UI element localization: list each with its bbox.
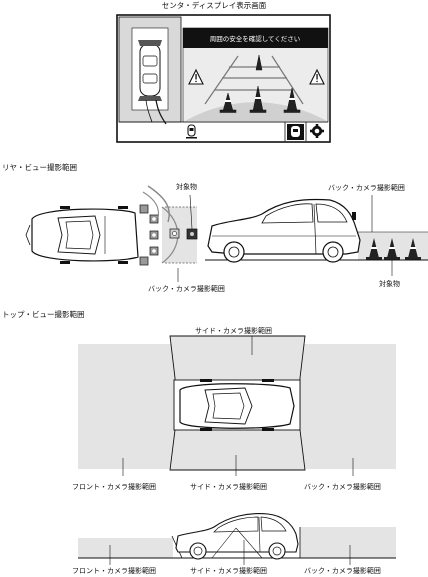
side-front-range (78, 538, 173, 558)
display-guide-lines (204, 55, 304, 105)
rear-label-object-top: 対象物 (176, 182, 197, 191)
top-label-back: バック・カメラ撮影範囲 (304, 482, 381, 491)
side-label-side: サイド・カメラ撮影範囲 (190, 566, 267, 575)
side-view-diagram (78, 513, 396, 565)
settings-gear-icon[interactable] (310, 124, 324, 138)
rear-label-back-camera-bottom: バック・カメラ撮影範囲 (148, 284, 225, 293)
rear-side-diagram (205, 195, 428, 276)
rear-top-diagram (25, 185, 198, 282)
warning-triangle-icon (188, 68, 204, 85)
top-view-diagram (78, 335, 396, 476)
top-view-section-title: トップ・ビュー撮影範囲 (2, 309, 85, 319)
top-view-car (179, 379, 295, 431)
rear-car-topview (25, 206, 139, 264)
rear-label-back-camera-side: バック・カメラ撮影範囲 (328, 183, 405, 192)
rear-view-section-title: リヤ・ビュー撮影範囲 (2, 162, 77, 172)
side-label-back: バック・カメラ撮影範囲 (304, 566, 381, 575)
display-warning-bar (183, 28, 328, 48)
side-label-front: フロント・カメラ撮影範囲 (72, 566, 156, 575)
top-label-side-top: サイド・カメラ撮影範囲 (195, 326, 272, 335)
top-label-side-mid: サイド・カメラ撮影範囲 (190, 482, 267, 491)
top-label-front: フロント・カメラ撮影範囲 (72, 482, 156, 491)
display-title: センタ・ディスプレイ表示画面 (162, 0, 267, 10)
car-sensor-icon[interactable] (185, 124, 198, 139)
rear-label-object-side: 対象物 (379, 279, 400, 288)
camera-switch-icon[interactable] (287, 124, 304, 140)
display-warning-text: 周囲の安全を確認してください (210, 34, 301, 43)
rear-car-sideview (207, 198, 361, 263)
side-back-range (300, 527, 396, 558)
warning-triangle-icon (309, 68, 325, 85)
side-view-car (175, 513, 299, 560)
display-car-icon (138, 40, 162, 101)
center-display: 周囲の安全を確認してください (116, 14, 331, 143)
